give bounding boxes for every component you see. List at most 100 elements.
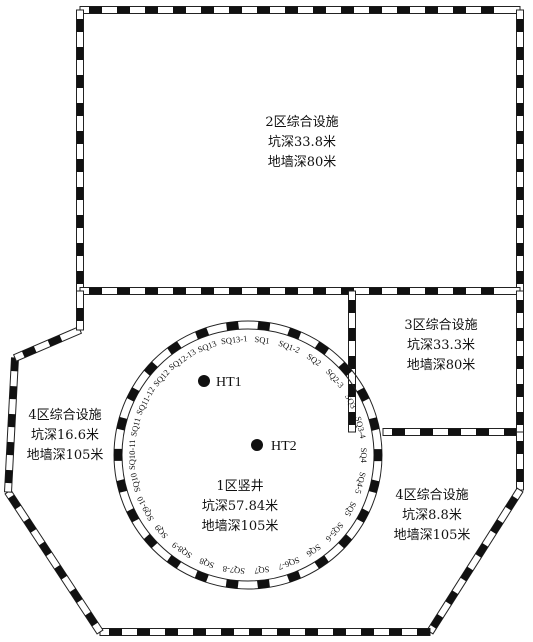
segment-label: SQ4 — [359, 448, 369, 464]
wall-panel — [117, 287, 130, 295]
wall-panel — [145, 6, 158, 14]
wall-panel — [21, 346, 37, 358]
wall-zone3-left — [348, 290, 356, 433]
wall-panel — [516, 356, 524, 369]
wall-panel — [47, 335, 63, 347]
wall-left-diagonal-lower — [4, 489, 104, 635]
wall-panel — [89, 287, 102, 295]
wall-panel — [453, 6, 466, 14]
ring-panel — [166, 555, 182, 569]
wall-panel — [8, 494, 22, 510]
segment-label: SQ6 — [305, 542, 323, 559]
wall-panel — [6, 441, 15, 456]
ring-panel — [338, 361, 353, 377]
wall-panel — [516, 300, 524, 313]
wall-panel — [425, 287, 438, 295]
wall-panel — [54, 564, 68, 580]
wall-panel — [516, 441, 524, 454]
ring-panel — [225, 579, 239, 589]
wall-panel — [69, 588, 83, 604]
wall-panel — [173, 287, 186, 295]
segment-label: SQ4-5 — [353, 471, 368, 495]
wall-panel — [516, 271, 524, 284]
ring-panel — [286, 570, 301, 583]
wall-panel — [516, 103, 524, 116]
wall-panel — [229, 287, 242, 295]
wall-panel — [76, 215, 84, 228]
segment-label: SQ8 — [198, 556, 216, 571]
wall-panel — [481, 287, 494, 295]
wall-panel — [445, 590, 459, 606]
wall-panel — [481, 6, 494, 14]
wall-left-vertical — [3, 357, 20, 493]
wall-panel — [221, 628, 234, 636]
segment-label: SQ5 — [343, 500, 359, 518]
segment-label: SQ11-12 — [134, 385, 157, 417]
zone4-left-wall-depth: 地墙深105米 — [27, 448, 104, 463]
wall-panel — [516, 19, 524, 32]
wall-panel — [313, 287, 326, 295]
wall-panel — [516, 328, 524, 341]
zone2-name: 2区综合设施 — [265, 115, 338, 130]
wall-zone2-top — [79, 6, 521, 14]
segment-label: SQ7 — [254, 564, 270, 576]
wall-panel — [425, 6, 438, 14]
zone3-label: 3区综合设施 坑深33.3米 地墙深80米 — [404, 318, 477, 373]
wall-panel — [397, 6, 410, 14]
zone1-wall-depth: 地墙深105米 — [202, 519, 279, 534]
well-ht1-label: HT1 — [216, 375, 242, 390]
ring-panel — [373, 449, 383, 462]
ring-panel — [356, 508, 370, 523]
well-ht1-marker — [198, 375, 210, 387]
wall-panel — [475, 543, 489, 558]
ring-panel — [126, 508, 140, 523]
ring-panel — [287, 327, 302, 340]
wall-panel — [348, 356, 356, 369]
wall-panel — [257, 6, 270, 14]
wall-panel — [333, 628, 346, 636]
wall-panel — [38, 541, 52, 557]
wall-panel — [165, 628, 178, 636]
wall-panel — [89, 6, 102, 14]
zone4-right-wall-depth: 地墙深105米 — [394, 528, 471, 543]
segment-label: SQ10-11 — [127, 440, 137, 470]
ring-panel — [257, 321, 271, 331]
wall-panel — [249, 628, 262, 636]
ring-panel — [113, 448, 123, 461]
zone1-label: 1区竖井 坑深57.84米 地墙深105米 — [202, 479, 279, 534]
wall-panel — [516, 47, 524, 60]
zone4-right-pit-depth: 坑深8.8米 — [402, 508, 462, 523]
segment-label: SQ1 — [254, 334, 270, 346]
zone4-left-label: 4区综合设施 坑深16.6米 地墙深105米 — [27, 408, 104, 463]
segment-label: SQ6-7 — [277, 555, 301, 572]
wall-panel — [4, 469, 13, 484]
wall-panel — [229, 6, 242, 14]
ring-panel — [338, 534, 353, 549]
wall-panel — [389, 628, 402, 636]
wall-panel — [201, 6, 214, 14]
ring-panel — [143, 533, 158, 549]
wall-panel — [76, 308, 84, 321]
segment-label: SQ13 — [196, 338, 218, 354]
wall-panel — [137, 628, 150, 636]
zone3-name: 3区综合设施 — [404, 318, 477, 333]
well-ht2: HT2 — [251, 439, 297, 454]
segment-label: SQ13-1 — [220, 333, 247, 346]
wall-panel — [392, 428, 405, 436]
segment-label: SQ11 — [128, 417, 142, 438]
zone1-pit-depth: 坑深57.84米 — [202, 499, 278, 514]
well-ht2-marker — [251, 439, 263, 451]
ring-panel — [195, 327, 210, 340]
segment-label: SQ9 — [152, 523, 170, 541]
wall-panel — [453, 287, 466, 295]
wall-panel — [341, 6, 354, 14]
zone4-right-name: 4区综合设施 — [395, 488, 468, 503]
wall-panel — [277, 628, 290, 636]
ring-panel — [257, 579, 270, 589]
ring-panel — [368, 417, 380, 431]
zone4-right-label: 4区综合设施 坑深8.8米 地墙深105米 — [394, 488, 471, 543]
wall-panel — [76, 131, 84, 144]
wall-panel — [516, 131, 524, 144]
